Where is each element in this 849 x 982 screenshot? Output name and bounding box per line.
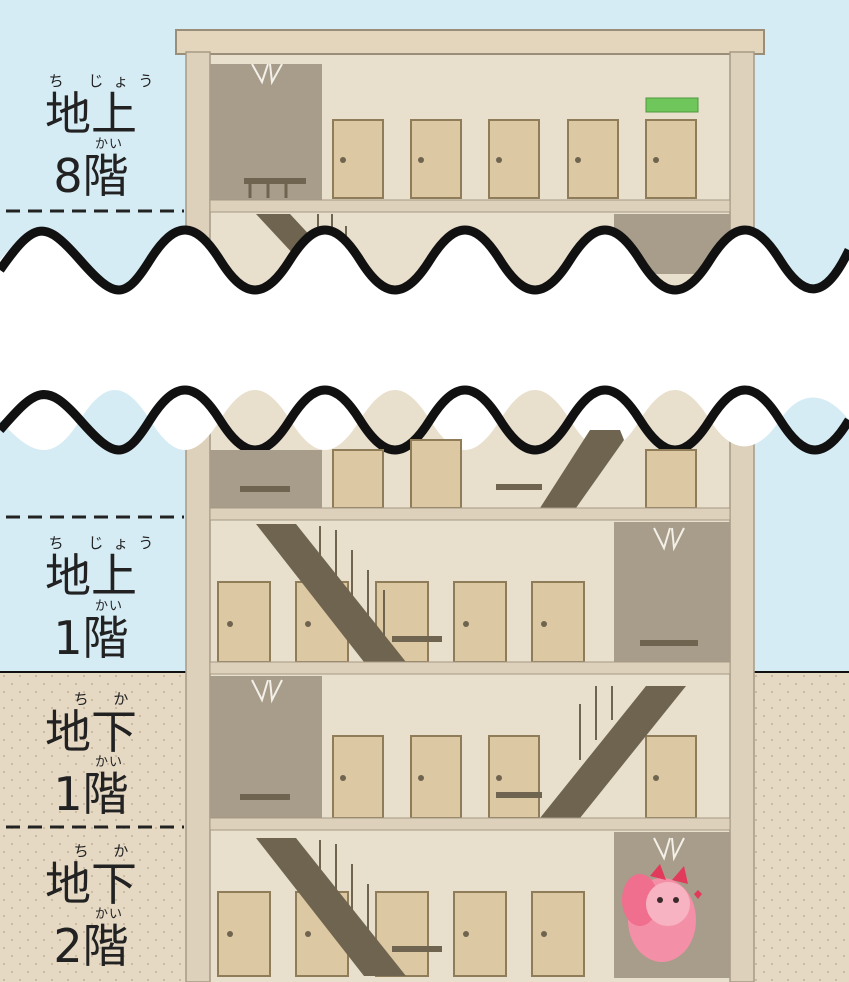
- ruby-top: ち じょう: [48, 72, 164, 90]
- right-pillar: [729, 51, 755, 982]
- kanji-top: 地上: [45, 87, 137, 141]
- exit-sign: [645, 97, 699, 113]
- floor-8-interior: [210, 63, 699, 200]
- ruby-bottom: かい: [94, 755, 123, 770]
- floor-label-below-2: ち か 地下 かい 2階: [0, 842, 182, 970]
- kanji-top: 地下: [45, 857, 137, 911]
- kanji-bottom: 8階: [53, 149, 129, 203]
- ruby-bottom: かい: [94, 137, 123, 152]
- floor-b2-interior: [217, 832, 730, 978]
- kanji-bottom: 1階: [53, 611, 129, 665]
- roof: [175, 29, 765, 55]
- break-wave-bottom: [0, 385, 849, 455]
- floor-label-below-1: ち か 地下 かい 1階: [0, 690, 182, 818]
- floor-1-interior: [217, 522, 730, 663]
- kanji-bottom: 2階: [53, 919, 129, 973]
- ruby-top: ち か: [73, 690, 139, 708]
- slab-2: [209, 507, 731, 521]
- floor-skip-break: [0, 230, 849, 450]
- floor-2-partial: [210, 430, 697, 509]
- left-pillar: [185, 51, 211, 982]
- kanji-top: 地下: [45, 705, 137, 759]
- floor-label-above-1: ち じょう 地上 かい 1階: [0, 534, 182, 662]
- slab-b1: [209, 817, 731, 831]
- pink-squirrel-mascot-icon: [622, 864, 702, 962]
- ruby-top: ち じょう: [48, 534, 164, 552]
- ruby-top: ち か: [73, 842, 139, 860]
- slab-1: [209, 661, 731, 675]
- floor-b1-interior: [210, 676, 697, 819]
- floor-label-above-8: ち じょう 地上 かい 8階: [0, 72, 182, 200]
- break-wave-top: [0, 225, 849, 295]
- slab-8: [209, 199, 731, 213]
- ruby-bottom: かい: [94, 907, 123, 922]
- kanji-top: 地上: [45, 549, 137, 603]
- kanji-bottom: 1階: [53, 767, 129, 821]
- ruby-bottom: かい: [94, 599, 123, 614]
